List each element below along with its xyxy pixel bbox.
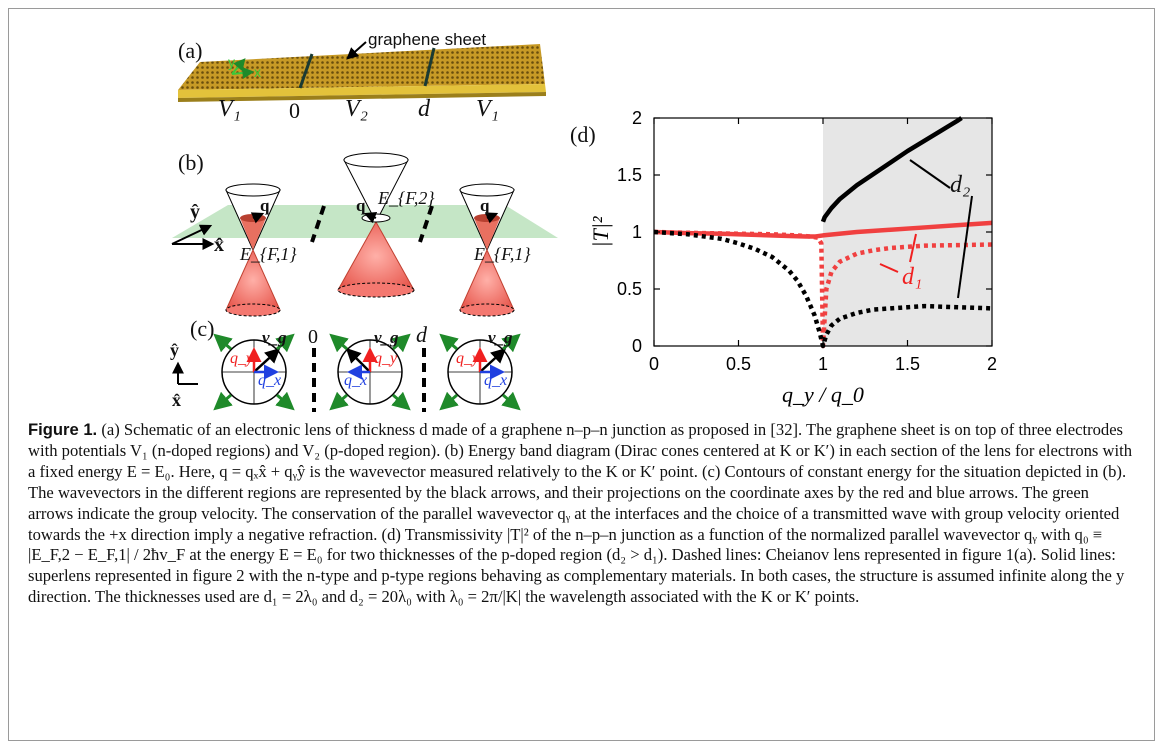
panel-a-label: (a) — [178, 38, 203, 63]
dirac-cone-left — [225, 183, 281, 317]
d2-arrow-solid — [909, 159, 951, 189]
cone-axis-y: ŷ — [190, 201, 200, 223]
group-velocity-label-middle: v_g — [374, 328, 399, 347]
gap-line-0 — [298, 53, 314, 89]
fermi-energy-label-left: E_{F,1} — [240, 244, 297, 264]
electrode-label-v1-left: V₁ — [218, 96, 242, 122]
qy-label-right: q_y — [456, 350, 480, 367]
d1-arrow-solid — [909, 233, 917, 263]
x-tick-label: 1.5 — [895, 354, 920, 374]
dirac-cone-right — [459, 183, 515, 317]
group-velocity-label-right: v_g — [488, 328, 513, 347]
dirac-cone-middle — [337, 152, 415, 298]
qy-label-left: q_y — [230, 350, 254, 367]
x-axis-label: q_y / q_0 — [782, 382, 864, 407]
d2-arrow-dashed — [957, 195, 973, 299]
boundary-label-d: d — [416, 322, 427, 347]
series-line-3 — [653, 229, 993, 349]
graphene-sheet-annotation: graphene sheet — [368, 30, 487, 49]
figure-caption: Figure 1. (a) Schematic of an electronic… — [28, 420, 1138, 608]
panel-b-label: (b) — [178, 150, 204, 175]
boundary-label-0: 0 — [308, 326, 318, 348]
contour-circle-middle — [329, 333, 411, 411]
caption-body: (a) Schematic of an electronic lens of t… — [28, 420, 1133, 607]
electrode-label-0: 0 — [289, 98, 300, 123]
sheet-axis-x: x — [254, 64, 261, 80]
panel-c-label: (c) — [190, 316, 215, 341]
contour-axis-y: ŷ — [170, 340, 179, 360]
electrode-label-d: d — [418, 96, 430, 122]
curve-label-d1: d₁ — [902, 264, 923, 290]
x-tick-label: 0.5 — [726, 354, 751, 374]
contour-circle-left — [213, 333, 295, 411]
caption-figure-label: Figure 1. — [28, 420, 98, 439]
y-tick-label: 0.5 — [617, 279, 642, 299]
wavevector-label-left: q — [260, 196, 270, 215]
fermi-energy-label-right: E_{F,1} — [474, 244, 531, 264]
y-axis-label: |T|² — [588, 216, 613, 247]
y-tick-label: 1.5 — [617, 165, 642, 185]
group-velocity-label-left: v_g — [262, 328, 287, 347]
fermi-energy-label-middle: E_{F,2} — [378, 188, 435, 208]
qx-label-right: q_x — [484, 372, 508, 389]
electrode-label-v1-right: V₁ — [476, 96, 500, 122]
wavevector-label-right: q — [480, 196, 490, 215]
series-line-0 — [820, 116, 963, 223]
electrode-label-v2: V₂ — [345, 96, 369, 122]
contour-axis-x: x̂ — [172, 390, 181, 410]
gap-line-d — [423, 47, 436, 87]
y-tick-label: 1 — [632, 222, 642, 242]
d1-arrow-dashed — [879, 263, 899, 273]
series-line-2 — [653, 229, 993, 349]
y-tick-label: 2 — [632, 108, 642, 128]
qx-label-middle: q_x — [344, 372, 368, 389]
wavevector-label-middle: q — [356, 196, 366, 215]
sheet-surface — [178, 44, 545, 90]
x-tick-label: 0 — [649, 354, 659, 374]
curve-label-d2: d₂ — [950, 172, 971, 198]
contour-circle-right — [439, 333, 521, 411]
panel-d-label: (d) — [570, 122, 596, 147]
qx-label-left: q_x — [258, 372, 282, 389]
y-tick-label: 0 — [632, 336, 642, 356]
sheet-axis-y: y — [228, 54, 235, 70]
x-tick-label: 1 — [818, 354, 828, 374]
figure-frame — [8, 8, 1155, 741]
qy-label-middle: q_y — [374, 350, 398, 367]
x-tick-label: 2 — [987, 354, 997, 374]
cone-axis-x: x̂ — [214, 234, 224, 256]
